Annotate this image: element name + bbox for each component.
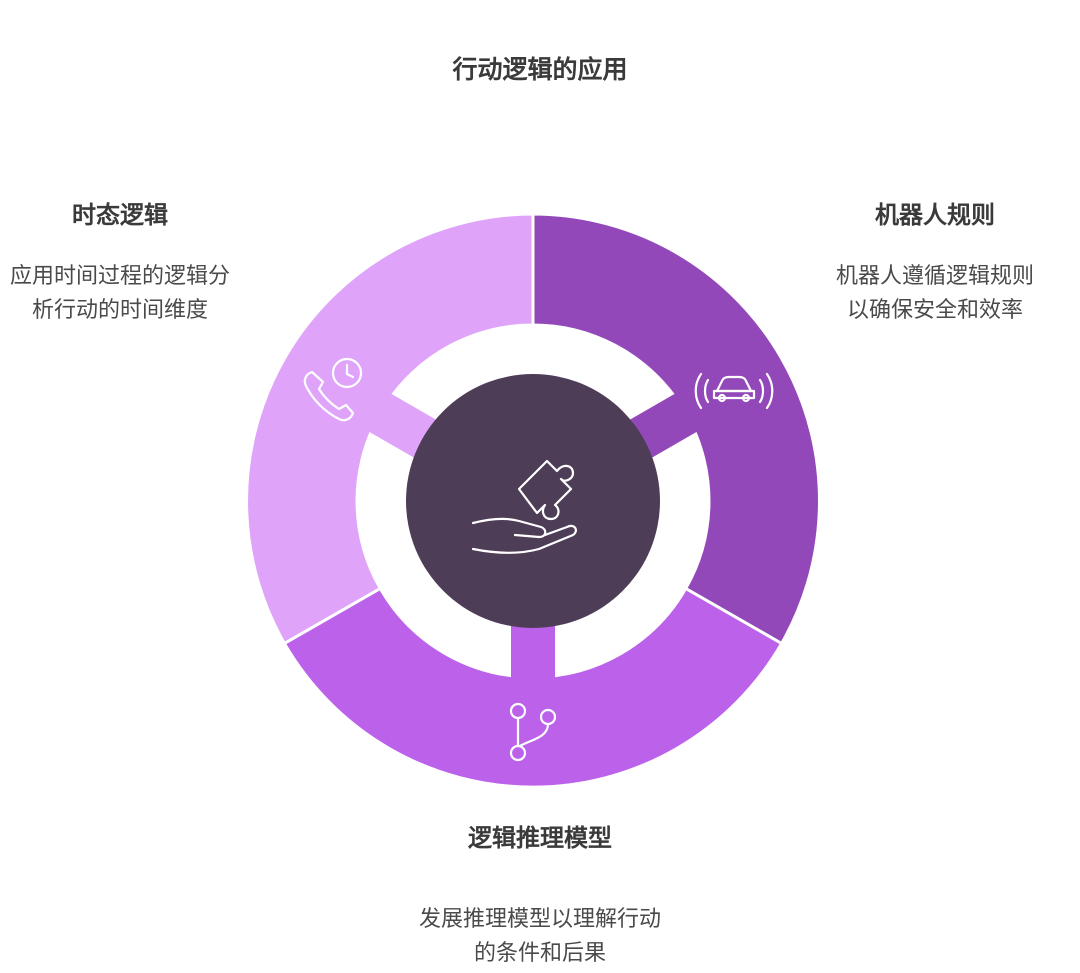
desc-reasoning-models: 发展推理模型以理解行动 的条件和后果 <box>380 903 700 971</box>
phone-clock-icon <box>303 357 363 422</box>
desc-temporal-logic-line1: 应用时间过程的逻辑分 <box>9 264 230 289</box>
autonomous-car-icon <box>694 372 774 410</box>
connector-robot-rules <box>630 389 705 458</box>
segment-robot-rules <box>531 212 821 646</box>
desc-robot-rules-line2: 以确保安全和效率 <box>846 298 1023 323</box>
desc-temporal-logic-line2: 析行动的时间维度 <box>31 298 208 323</box>
desc-robot-rules-line1: 机器人遵循逻辑规则 <box>835 264 1034 289</box>
hand-puzzle-icon <box>471 459 577 554</box>
connector-temporal-logic <box>361 389 436 458</box>
connector-reasoning-models <box>511 626 555 686</box>
heading-robot-rules: 机器人规则 <box>875 201 995 229</box>
desc-temporal-logic: 应用时间过程的逻辑分 析行动的时间维度 <box>0 260 270 328</box>
segment-temporal-logic <box>245 212 535 646</box>
label-robot-rules: 机器人规则 机器人遵循逻辑规则 以确保安全和效率 <box>805 195 1065 328</box>
label-temporal-logic: 时态逻辑 应用时间过程的逻辑分 析行动的时间维度 <box>0 195 270 328</box>
diagram-title: 行动逻辑的应用 <box>452 55 628 84</box>
center-circle <box>406 374 660 628</box>
segment-reasoning-models <box>282 586 784 789</box>
branch-icon <box>509 702 557 762</box>
desc-reasoning-models-line2: 的条件和后果 <box>473 941 606 966</box>
desc-robot-rules: 机器人遵循逻辑规则 以确保安全和效率 <box>805 260 1065 328</box>
label-reasoning-models: 逻辑推理模型 发展推理模型以理解行动 的条件和后果 <box>380 818 700 971</box>
desc-reasoning-models-line1: 发展推理模型以理解行动 <box>418 907 661 932</box>
heading-temporal-logic: 时态逻辑 <box>72 201 168 229</box>
heading-reasoning-models: 逻辑推理模型 <box>468 824 612 852</box>
